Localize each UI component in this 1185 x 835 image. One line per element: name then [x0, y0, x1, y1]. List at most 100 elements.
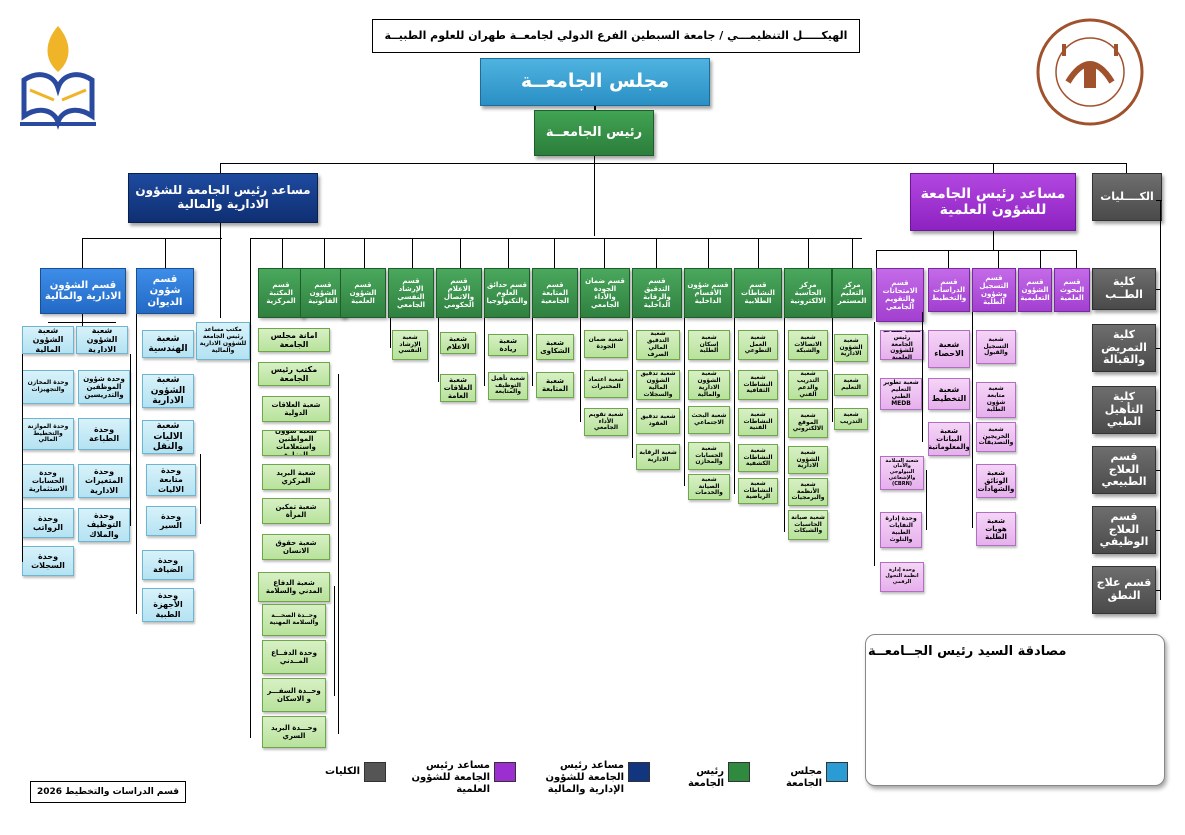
section-intl-relations[interactable]: شعبة العلاقات الدولية [262, 396, 330, 422]
college-nursing[interactable]: كلية التمريض والقبالة [1092, 324, 1156, 372]
section-data-informatics[interactable]: شعبة البيانات والمعلوماتية [928, 422, 970, 456]
section-admissions[interactable]: شعبة التسجيل والقبول [976, 330, 1016, 364]
section-public-relations[interactable]: شعبة العلاقات العامة [440, 374, 476, 402]
section-employment-rehab[interactable]: شعبة تأهيل التوظيف والمتابعة [488, 372, 528, 400]
unit-staff-affairs[interactable]: وحدة شؤون الموظفين والتدريسين [78, 370, 130, 404]
section-quality-assurance[interactable]: شعبة ضمان الجودة [584, 330, 628, 358]
unit-digital-transformation[interactable]: وحدة إدارة انظمة التحول الرقمي [880, 562, 924, 592]
university-council[interactable]: مجلس الجامعــة [480, 58, 710, 106]
computer-center[interactable]: مركز الحاسبة الالكترونية [784, 268, 832, 318]
unit-investment-accounts[interactable]: وحدة الحسابات الاستثمارية [22, 464, 74, 498]
dept-media[interactable]: قسم الاعلام والاتصال الحكومي [436, 268, 482, 318]
colleges-header[interactable]: الكــــليات [1092, 173, 1162, 221]
dept-followup[interactable]: قسم المتابعة الجامعية [532, 268, 578, 318]
dept-scientific[interactable]: قسم الشؤون العلمية [340, 268, 386, 318]
assistant-scientific[interactable]: مساعد رئيس الجامعة للشؤون العلمية [910, 173, 1076, 231]
dept-admin-finance[interactable]: قسم الشؤون الادارية والمالية [40, 268, 126, 314]
council-secretariat[interactable]: امانة مجلس الجامعة [258, 328, 330, 352]
section-ce-admin[interactable]: شعبة الشؤون الادارية [834, 334, 868, 362]
section-scouting[interactable]: شعبة النشاطات الكشفية [738, 444, 778, 472]
university-president[interactable]: رئيس الجامعــة [534, 110, 654, 156]
finance-section[interactable]: شعبة الشؤون المالية [22, 326, 74, 354]
section-social-research[interactable]: شعبة البحث الاجتماعي [688, 406, 730, 434]
section-entrepreneurship[interactable]: شعبة ريادة [488, 334, 528, 356]
office-assistant-admin[interactable]: مكتب مساعد رئيس الجامعة للشؤون الادارية … [196, 322, 250, 360]
unit-civil-defense[interactable]: وحدة الدفــاع المــدني [262, 640, 326, 674]
section-systems-software[interactable]: شعبة الأنظمة والبرمجيات [788, 478, 828, 506]
section-website[interactable]: شعبة الموقع الالكتروني [788, 408, 828, 438]
section-graduates[interactable]: شعبة الخريجين والتصديقات [976, 422, 1016, 452]
section-training[interactable]: شعبة التدريب [834, 408, 868, 430]
dept-science-parks[interactable]: قسم حدائق العلوم والتكنولوجيا [484, 268, 530, 318]
section-media[interactable]: شعبة الاعلام [440, 332, 476, 354]
section-arts[interactable]: شعبة النشاطات الفنية [738, 408, 778, 436]
dept-registration[interactable]: قسم التسجيل وشؤون الطلبة [972, 268, 1016, 312]
section-training-support[interactable]: شعبة التدريب والدعم الفني [788, 370, 828, 400]
dept-exams[interactable]: قسم الامتحانات والتقويم الجامعي [876, 268, 924, 322]
section-human-rights[interactable]: شعبة حقوق الانسان [262, 534, 330, 560]
dept-quality[interactable]: قسم ضمان الجودة والأداء الجامعي [580, 268, 630, 318]
dept-physiotherapy[interactable]: قسم العلاج الطبيعي [1092, 446, 1156, 494]
section-medb[interactable]: شعبة تطوير التعليم الطبي MEDB [880, 378, 922, 410]
section-networks[interactable]: شعبة الاتصالات والشبكة [788, 330, 828, 360]
section-accounts-stores[interactable]: شعبة الحسابات والمخازن [688, 442, 730, 470]
unit-secret-mail[interactable]: وحـــدة البريد السري [262, 716, 326, 748]
section-student-affairs[interactable]: شعبة متابعة شؤون الطلبة [976, 382, 1016, 418]
dept-dormitories[interactable]: قسم شؤون الأقسام الداخلية [684, 268, 732, 318]
section-maintenance[interactable]: شعبة الصيانة والخدمات [688, 474, 730, 500]
unit-stores[interactable]: وحدة المخازن والتجهيزات [22, 370, 74, 404]
dept-research[interactable]: قسم البحوث العلمية [1054, 268, 1090, 312]
section-education[interactable]: شعبة التعليم [834, 374, 868, 396]
section-citizens[interactable]: شعبة شؤون المواطنين واستعلامات الوزارة [262, 430, 330, 456]
dept-educational-affairs[interactable]: قسم الشؤون التعليمية [1018, 268, 1052, 312]
section-vehicles[interactable]: شعبة الاليات والنقل [142, 420, 194, 454]
section-financial-audit[interactable]: شعبة التدقيق المالي الصرف [636, 330, 680, 360]
section-sports[interactable]: شعبة النشاطات الرياضية [738, 478, 778, 504]
section-volunteering[interactable]: شعبة العمل التطوعي [738, 330, 778, 360]
unit-traffic[interactable]: وحدة السير [146, 506, 196, 536]
section-statistics[interactable]: شعبة الاحصاء [928, 330, 970, 368]
dept-diwan[interactable]: قسم شؤون الديوان [136, 268, 194, 314]
office-assistant-sci[interactable]: مكتب مساعد رئيس الجامعة للشؤون العلمية [880, 330, 924, 360]
section-women-empowerment[interactable]: شعبة تمكين المرأة [262, 498, 330, 524]
dept-central-library[interactable]: قسم المكتبة المركزية [258, 268, 304, 318]
section-performance-eval[interactable]: شعبة تقويم الأداء الجامعي [584, 408, 628, 436]
section-engineering[interactable]: شعبة الهندسية [142, 330, 194, 358]
unit-hospitality[interactable]: وحدة الضيافة [142, 550, 194, 580]
section-pc-maintenance[interactable]: شعبة صيانة الحاسبات والشبكات [788, 510, 828, 540]
president-office[interactable]: مكتب رئيس الجامعة [258, 362, 330, 386]
section-planning[interactable]: شعبة التخطيط [928, 378, 970, 410]
college-medicine[interactable]: كلية الطــب [1092, 268, 1156, 310]
college-rehab[interactable]: كلية التأهيل الطبي [1092, 386, 1156, 434]
dept-planning[interactable]: قسم الدراسات والتخطيط [928, 268, 970, 312]
section-cbrn[interactable]: شعبة السلامة والأمان البيولوجي والإشعاعي… [880, 456, 924, 490]
unit-medical-equipment[interactable]: وحدة الأجهزة الطبية [142, 588, 194, 622]
section-finance-records-audit[interactable]: شعبة تدقيق الشؤون المالية والسجلات [636, 370, 680, 400]
section-student-ids[interactable]: شعبة هويات الطلبة [976, 512, 1016, 546]
unit-admin-changes[interactable]: وحدة المتغيرات الادارية [78, 464, 130, 498]
section-followup[interactable]: شعبة المتابعة [536, 372, 574, 398]
section-admin-control[interactable]: شعبة الرقابة الادارية [636, 444, 680, 470]
dept-student-activities[interactable]: قسم النشاطات الطلابية [734, 268, 782, 318]
section-counseling[interactable]: شعبة الإرشاد النفسي [392, 330, 428, 360]
section-lab-accreditation[interactable]: شعبة اعتماد المختبرات [584, 370, 628, 398]
unit-employment[interactable]: وحدة التوظيف والملاك [78, 508, 130, 542]
section-central-mail[interactable]: شعبة البريد المركزي [262, 464, 330, 490]
section-complaints[interactable]: شعبة الشكاوى [536, 334, 574, 360]
dept-speech[interactable]: قسم علاج النطق [1092, 566, 1156, 614]
unit-occupational-safety[interactable]: وحــدة الصحـــة والسلامة المهنية [262, 604, 326, 636]
assistant-admin-finance[interactable]: مساعد رئيس الجامعة للشؤون الادارية والما… [128, 173, 318, 223]
section-cultural[interactable]: شعبة النشاطات الثقافية [738, 370, 778, 400]
unit-medical-waste[interactable]: وحدة إدارة النفايات الطبية والتلوث [880, 512, 922, 548]
unit-records[interactable]: وحدة السجلات [22, 546, 74, 576]
unit-travel-housing[interactable]: وحــدة السفـــر و الاسكان [262, 678, 326, 712]
unit-salaries[interactable]: وحدة الرواتب [22, 508, 74, 538]
section-dorm-admin[interactable]: شعبة الشؤون الادارية والمالية [688, 370, 730, 400]
finance-admin-section[interactable]: شعبة الشؤون الادارية [76, 326, 128, 354]
section-documents[interactable]: شعبة الوثائق والشهادات [976, 464, 1016, 498]
unit-vehicle-followup[interactable]: وحدة متابعة الاليات [146, 464, 196, 496]
section-student-housing[interactable]: شعبة إسكان الطلبة [688, 330, 730, 360]
unit-printing[interactable]: وحدة الطباعة [78, 418, 130, 450]
dept-counseling[interactable]: قسم الإرشاد النفسي الجامعي [388, 268, 434, 318]
section-contracts-audit[interactable]: شعبة تدقيق العقود [636, 408, 680, 434]
